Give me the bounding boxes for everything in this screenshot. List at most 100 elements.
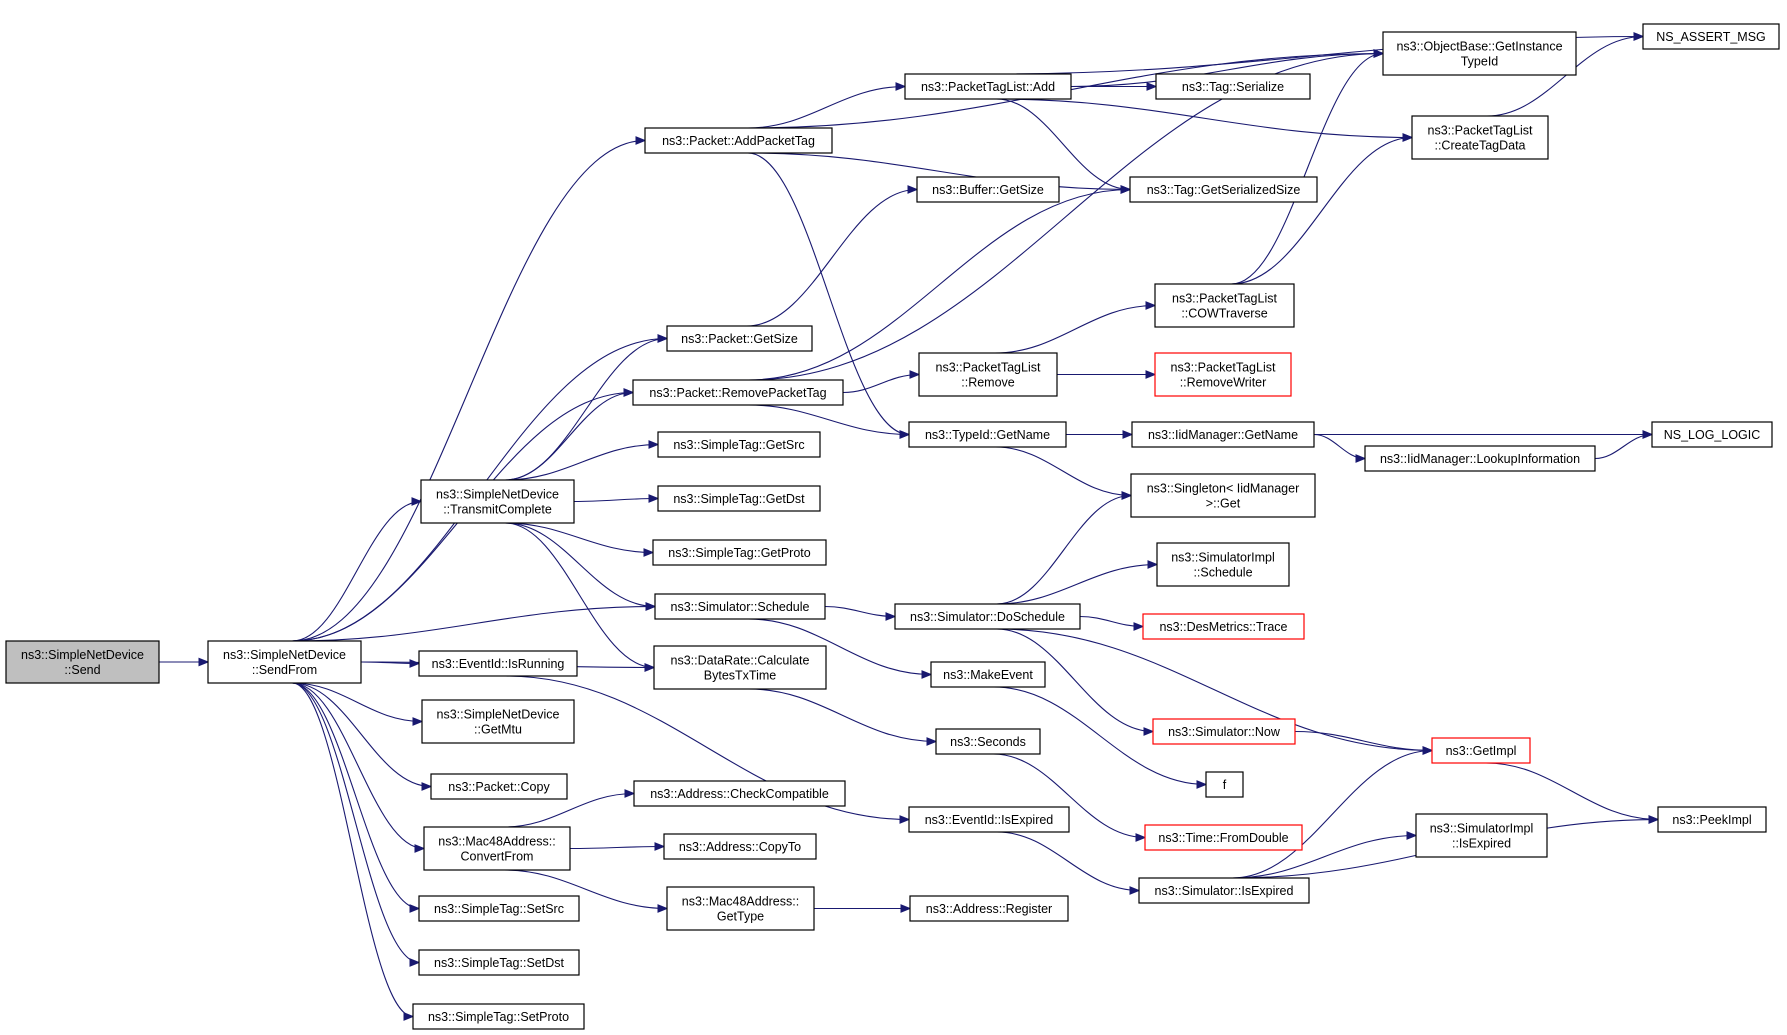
node-box[interactable] <box>421 699 575 744</box>
node-box[interactable] <box>657 485 821 512</box>
node-transmitcomplete[interactable]: ns3::SimpleNetDevice::TransmitComplete <box>420 479 575 524</box>
node-box[interactable] <box>1154 352 1292 397</box>
node-simulatorimpl_isexpired[interactable]: ns3::SimulatorImpl::IsExpired <box>1415 813 1548 858</box>
node-eventid_isrunning[interactable]: ns3::EventId::IsRunning <box>418 650 578 677</box>
node-getimpl[interactable]: ns3::GetImpl <box>1431 737 1531 764</box>
node-box[interactable] <box>894 603 1081 630</box>
node-box[interactable] <box>1138 877 1310 904</box>
node-makeevent[interactable]: ns3::MakeEvent <box>930 661 1046 688</box>
node-box[interactable] <box>632 379 844 406</box>
node-seconds[interactable]: ns3::Seconds <box>935 728 1041 755</box>
node-box[interactable] <box>666 886 815 931</box>
node-box[interactable] <box>1152 718 1296 745</box>
node-box[interactable] <box>1382 31 1577 76</box>
node-convertfrom[interactable]: ns3::Mac48Address::ConvertFrom <box>423 826 571 871</box>
node-box[interactable] <box>1131 421 1315 448</box>
node-box[interactable] <box>653 645 827 690</box>
node-box[interactable] <box>663 833 817 860</box>
node-cowtraverse[interactable]: ns3::PacketTagList::COWTraverse <box>1154 283 1295 328</box>
node-iidmanager_getname[interactable]: ns3::IidManager::GetName <box>1131 421 1315 448</box>
node-box[interactable] <box>418 895 580 922</box>
node-getmtu[interactable]: ns3::SimpleNetDevice::GetMtu <box>421 699 575 744</box>
node-lookupinformation[interactable]: ns3::IidManager::LookupInformation <box>1364 445 1596 472</box>
node-address_register[interactable]: ns3::Address::Register <box>909 895 1069 922</box>
node-simpletag_setdst[interactable]: ns3::SimpleTag::SetDst <box>418 949 580 976</box>
node-buffer_getsize[interactable]: ns3::Buffer::GetSize <box>916 176 1060 203</box>
node-box[interactable] <box>1651 421 1773 448</box>
node-box[interactable] <box>909 895 1069 922</box>
node-tag_getserializedsize[interactable]: ns3::Tag::GetSerializedSize <box>1129 176 1318 203</box>
node-box[interactable] <box>918 352 1058 397</box>
node-box[interactable] <box>644 127 833 154</box>
node-box[interactable] <box>1144 824 1303 851</box>
node-singleton_get[interactable]: ns3::Singleton< IidManager>::Get <box>1130 473 1316 518</box>
node-box[interactable] <box>412 1003 585 1030</box>
node-packet_getsize[interactable]: ns3::Packet::GetSize <box>666 325 813 352</box>
node-simulatorimpl_schedule[interactable]: ns3::SimulatorImpl::Schedule <box>1156 542 1290 587</box>
node-box[interactable] <box>1431 737 1531 764</box>
node-box[interactable] <box>423 826 571 871</box>
node-box[interactable] <box>1205 771 1244 798</box>
node-tag_serialize[interactable]: ns3::Tag::Serialize <box>1155 73 1311 100</box>
node-box[interactable] <box>904 73 1072 100</box>
node-box[interactable] <box>1415 813 1548 858</box>
node-box[interactable] <box>916 176 1060 203</box>
node-box[interactable] <box>430 773 568 800</box>
node-box[interactable] <box>418 650 578 677</box>
node-box[interactable] <box>1411 115 1549 160</box>
node-box[interactable] <box>652 539 827 566</box>
node-box[interactable] <box>633 780 846 807</box>
node-ns_log_logic[interactable]: NS_LOG_LOGIC <box>1651 421 1773 448</box>
node-box[interactable] <box>1155 73 1311 100</box>
node-f[interactable]: f <box>1205 771 1244 798</box>
node-createtagdata[interactable]: ns3::PacketTagList::CreateTagData <box>1411 115 1549 160</box>
node-peekimpl[interactable]: ns3::PeekImpl <box>1657 806 1767 833</box>
node-time_fromdouble[interactable]: ns3::Time::FromDouble <box>1144 824 1303 851</box>
node-box[interactable] <box>1657 806 1767 833</box>
node-doschedule[interactable]: ns3::Simulator::DoSchedule <box>894 603 1081 630</box>
node-box[interactable] <box>418 949 580 976</box>
node-simulator_now[interactable]: ns3::Simulator::Now <box>1152 718 1296 745</box>
node-box[interactable] <box>1154 283 1295 328</box>
node-eventid_isexpired[interactable]: ns3::EventId::IsExpired <box>908 806 1070 833</box>
node-box[interactable] <box>1364 445 1596 472</box>
node-box[interactable] <box>207 640 362 684</box>
node-box[interactable] <box>420 479 575 524</box>
node-box[interactable] <box>666 325 813 352</box>
node-packettaglist_remove[interactable]: ns3::PacketTagList::Remove <box>918 352 1058 397</box>
node-removepackettag[interactable]: ns3::Packet::RemovePacketTag <box>632 379 844 406</box>
node-simpletag_getsrc[interactable]: ns3::SimpleTag::GetSrc <box>657 431 821 458</box>
node-box[interactable] <box>654 593 826 620</box>
node-ns_assert_msg[interactable]: NS_ASSERT_MSG <box>1642 23 1780 50</box>
node-box[interactable] <box>5 640 160 684</box>
node-simpletag_getproto[interactable]: ns3::SimpleTag::GetProto <box>652 539 827 566</box>
node-simulator_schedule[interactable]: ns3::Simulator::Schedule <box>654 593 826 620</box>
node-box[interactable] <box>1642 23 1780 50</box>
node-box[interactable] <box>657 431 821 458</box>
node-box[interactable] <box>908 806 1070 833</box>
node-simpletag_setsrc[interactable]: ns3::SimpleTag::SetSrc <box>418 895 580 922</box>
node-checkcompatible[interactable]: ns3::Address::CheckCompatible <box>633 780 846 807</box>
node-mac48_gettype[interactable]: ns3::Mac48Address::GetType <box>666 886 815 931</box>
node-desmetrics_trace[interactable]: ns3::DesMetrics::Trace <box>1142 613 1305 640</box>
node-box[interactable] <box>1156 542 1290 587</box>
node-box[interactable] <box>1142 613 1305 640</box>
node-box[interactable] <box>930 661 1046 688</box>
node-box[interactable] <box>908 421 1067 448</box>
node-box[interactable] <box>1130 473 1316 518</box>
node-simpletag_getdst[interactable]: ns3::SimpleTag::GetDst <box>657 485 821 512</box>
node-address_copyto[interactable]: ns3::Address::CopyTo <box>663 833 817 860</box>
node-typeid_getname[interactable]: ns3::TypeId::GetName <box>908 421 1067 448</box>
node-packettaglist_add[interactable]: ns3::PacketTagList::Add <box>904 73 1072 100</box>
node-send[interactable]: ns3::SimpleNetDevice::Send <box>5 640 160 684</box>
node-packet_copy[interactable]: ns3::Packet::Copy <box>430 773 568 800</box>
node-box[interactable] <box>935 728 1041 755</box>
node-removewriter[interactable]: ns3::PacketTagList::RemoveWriter <box>1154 352 1292 397</box>
node-simulator_isexpired[interactable]: ns3::Simulator::IsExpired <box>1138 877 1310 904</box>
node-sendfrom[interactable]: ns3::SimpleNetDevice::SendFrom <box>207 640 362 684</box>
node-box[interactable] <box>1129 176 1318 203</box>
node-addpackettag[interactable]: ns3::Packet::AddPacketTag <box>644 127 833 154</box>
node-simpletag_setproto[interactable]: ns3::SimpleTag::SetProto <box>412 1003 585 1030</box>
